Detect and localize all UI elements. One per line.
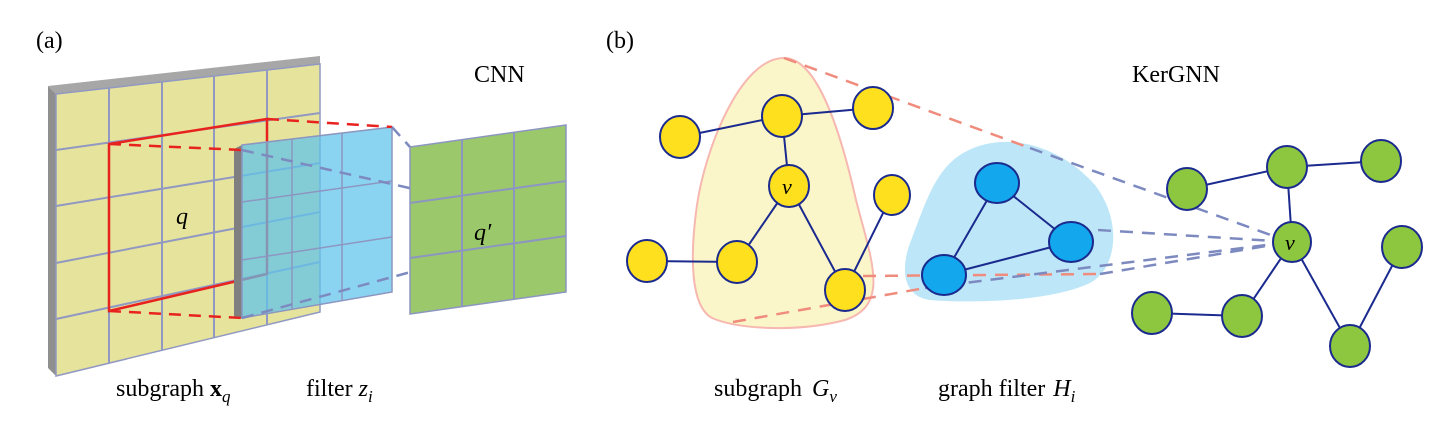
- blue-dash-mid: [1099, 240, 1291, 276]
- output-center-node-label: v: [1285, 230, 1295, 255]
- green-node-center: [1272, 221, 1312, 263]
- caption-graph-filter-hi: graph filter Hi: [938, 376, 1076, 406]
- caption-subgraph-xq-sub: q: [222, 387, 231, 406]
- red-projection-bottom: [108, 309, 243, 320]
- blue-dash-top: [1029, 146, 1291, 244]
- output-cell-label: q′: [474, 220, 492, 246]
- caption-subgraph-xq-text: subgraph: [116, 376, 210, 402]
- filter-graph-nodes: [921, 162, 1094, 296]
- panel-b-title: KerGNN: [1132, 62, 1220, 88]
- input-map-frame-top: [48, 56, 320, 94]
- yellow-node: [873, 174, 911, 216]
- output-map-grid: [409, 132, 567, 307]
- green-node: [1381, 225, 1423, 269]
- panel-b-label: (b): [606, 28, 634, 54]
- input-graph-nodes: [626, 86, 911, 312]
- caption-filter-zi: filter zi: [306, 376, 373, 406]
- yellow-node: [659, 115, 701, 159]
- red-projection-top: [266, 117, 393, 129]
- green-node: [1166, 167, 1208, 211]
- caption-filter-zi-text: filter: [306, 376, 359, 402]
- blue-dash-bottom: [924, 240, 1291, 290]
- caption-subgraph-gv: subgraph Gv: [714, 376, 837, 406]
- caption-graph-filter-hi-sub: i: [1071, 387, 1076, 406]
- caption-graph-filter-hi-text: graph filter: [938, 376, 1051, 402]
- panel-a: (a) CNN q: [36, 28, 567, 406]
- panel-b: (b) KerGNN: [606, 28, 1423, 406]
- output-feature-map: q′: [409, 124, 567, 315]
- red-projection-left-top: [108, 142, 243, 152]
- green-node: [1221, 294, 1263, 338]
- caption-graph-filter-hi-symbol: H: [1052, 376, 1072, 402]
- green-node: [1266, 145, 1308, 189]
- caption-subgraph-gv-text: subgraph: [714, 376, 808, 402]
- yellow-node: [716, 240, 758, 284]
- panel-a-label: (a): [36, 28, 63, 54]
- green-node: [1360, 139, 1402, 183]
- caption-filter-zi-sub: i: [368, 387, 373, 406]
- red-dash-mid: [862, 272, 1101, 278]
- blue-projection-top: [391, 126, 411, 148]
- receptive-field-label: q: [176, 204, 188, 230]
- yellow-node: [761, 94, 803, 138]
- caption-subgraph-xq-symbol: x: [210, 376, 222, 402]
- panel-a-title: CNN: [474, 62, 525, 88]
- green-node: [1131, 291, 1173, 335]
- blue-dash-upper: [1097, 228, 1291, 244]
- caption-subgraph-gv-symbol: G: [812, 376, 829, 402]
- input-map-frame-left: [48, 86, 56, 376]
- yellow-node: [626, 239, 668, 283]
- blue-node: [974, 162, 1020, 204]
- yellow-node: [824, 268, 866, 312]
- gnn-projection-lines: [732, 56, 1291, 324]
- filter-grid: [241, 133, 393, 309]
- yellow-node: [852, 86, 894, 130]
- caption-subgraph-xq: subgraph xq: [116, 376, 231, 406]
- green-node: [1329, 324, 1371, 368]
- blue-node: [1048, 221, 1094, 263]
- filter-edge: [234, 145, 242, 318]
- subgraph-center-node-label: v: [782, 174, 792, 199]
- yellow-node-center: [768, 164, 810, 208]
- caption-subgraph-gv-sub: v: [829, 387, 837, 406]
- output-graph-nodes: [1131, 139, 1423, 368]
- blue-node: [921, 254, 967, 296]
- conv-filter: [234, 126, 393, 319]
- red-dash-bottom: [732, 286, 926, 324]
- caption-filter-zi-symbol: z: [358, 376, 369, 402]
